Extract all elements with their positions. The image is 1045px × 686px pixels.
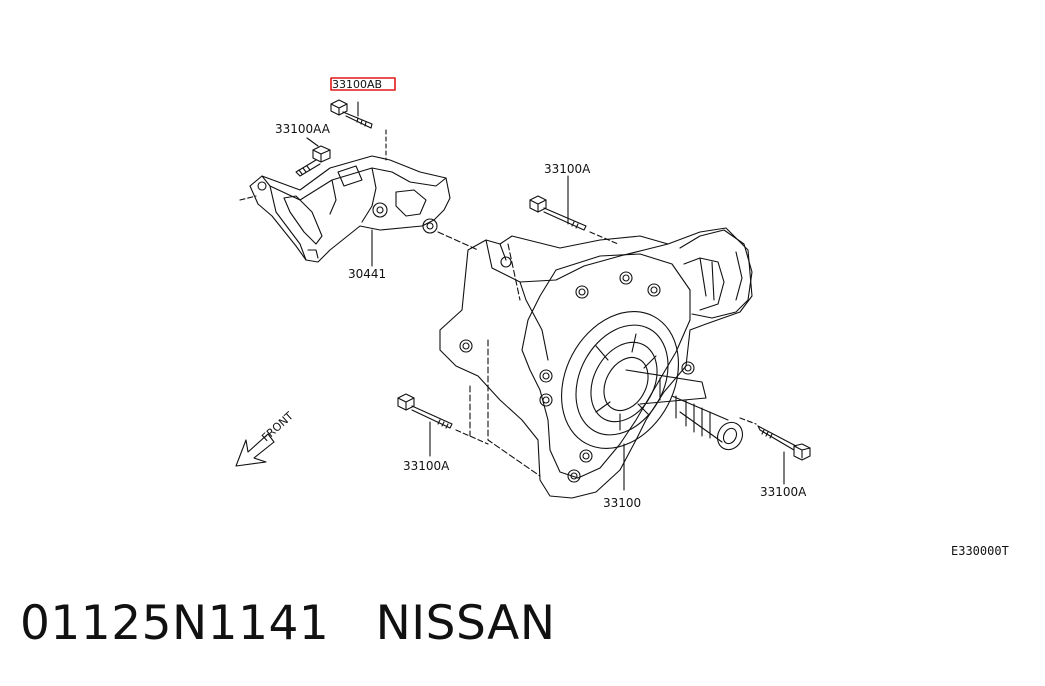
diagram-code: E330000T xyxy=(951,544,1009,558)
label-33100AA[interactable]: 33100AA xyxy=(275,122,331,136)
bolt-33100A-lower-left xyxy=(397,393,489,457)
part-number: 01125N1141 xyxy=(20,596,330,651)
bolt-33100AA xyxy=(295,137,331,177)
label-33100A-lower-left[interactable]: 33100A xyxy=(403,459,450,473)
brand-name: NISSAN xyxy=(375,596,556,651)
bolt-33100A-lower-right xyxy=(739,417,811,485)
front-label: FRONT xyxy=(259,409,296,444)
part-label-33100AB[interactable] xyxy=(330,77,396,91)
bracket-30441 xyxy=(239,155,479,267)
footer-title: 01125N1141 NISSAN xyxy=(20,596,556,651)
assembly-33100 xyxy=(439,227,753,499)
bolt-33100AB xyxy=(330,99,387,161)
label-30441[interactable]: 30441 xyxy=(348,267,386,281)
label-33100[interactable]: 33100 xyxy=(603,496,641,510)
bolt-33100A-upper xyxy=(529,175,619,245)
label-33100AB[interactable]: 33100AB xyxy=(332,78,382,91)
front-arrow-icon xyxy=(235,433,275,467)
label-33100A-lower-right[interactable]: 33100A xyxy=(760,485,807,499)
label-33100A-upper[interactable]: 33100A xyxy=(544,162,591,176)
